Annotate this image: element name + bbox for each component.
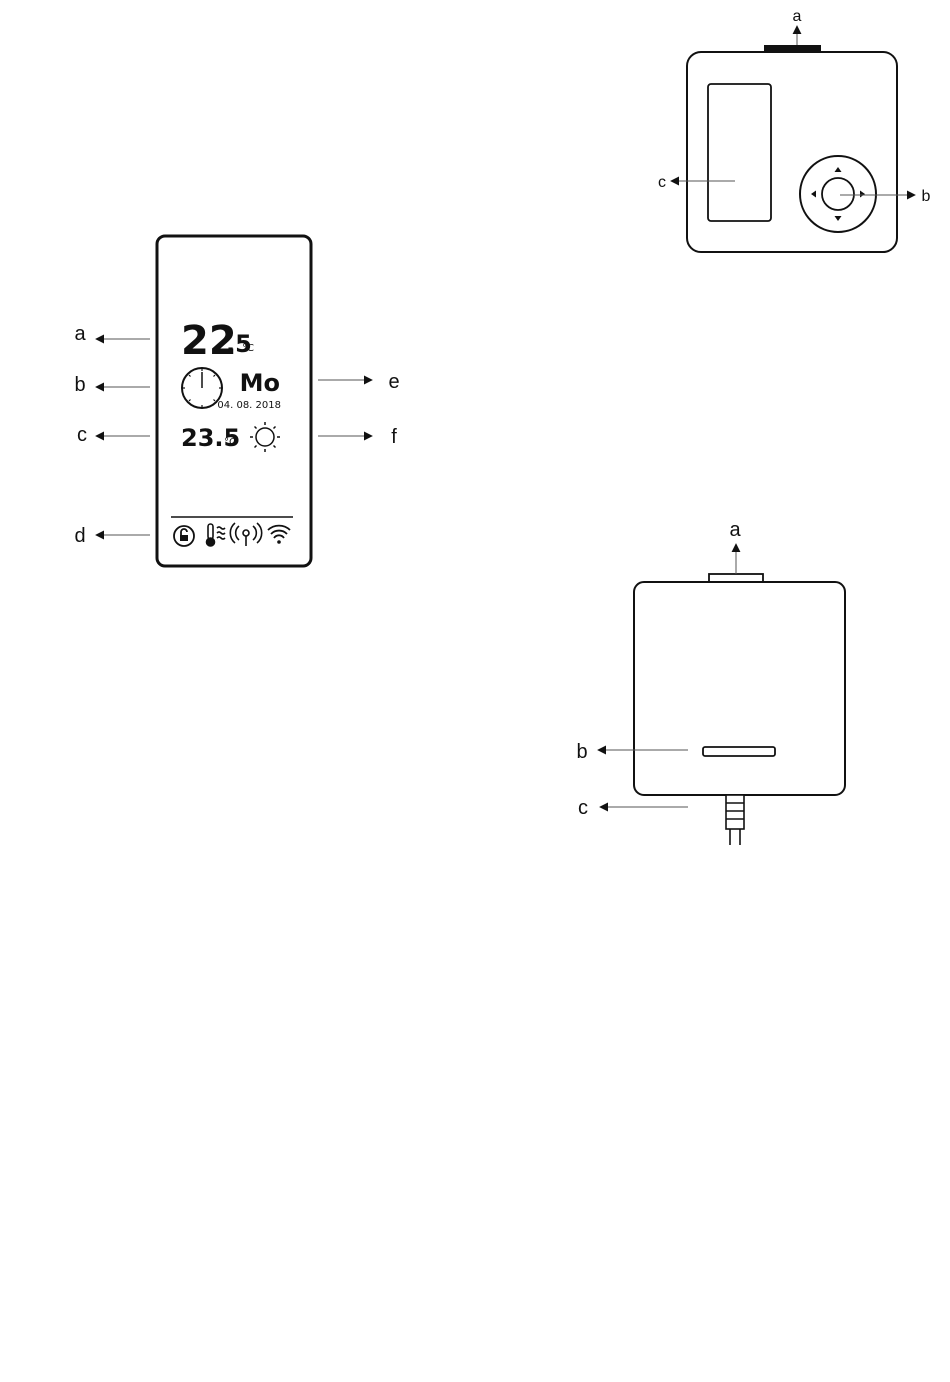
thermostat-screen (708, 84, 771, 221)
display-callout-a: a (74, 323, 86, 345)
thermostat-callout-a: a (793, 8, 802, 25)
date-label: 04. 08. 2018 (217, 400, 281, 411)
display-callout-c: c (77, 424, 87, 446)
thermostat-callout-b: b (922, 188, 931, 205)
day-label: Mo (240, 369, 280, 397)
receiver-device: a b c (576, 519, 845, 845)
receiver-callout-b: b (576, 741, 587, 763)
receiver-cable (726, 795, 744, 845)
display-panel: 22 .5 °C Mo 04. 08. 2018 23.5 °C (74, 236, 399, 566)
clock-icon (182, 368, 222, 408)
secondary-temperature-unit: °C (224, 437, 236, 448)
display-callout-d: d (74, 525, 85, 547)
thermostat-device: a c b (658, 8, 931, 252)
thermostat-callout-c: c (658, 174, 666, 191)
directional-pad-icon (800, 156, 876, 232)
receiver-slot (703, 747, 775, 756)
receiver-callout-a: a (729, 519, 741, 541)
thermostat-top-button (764, 45, 821, 51)
receiver-callout-c: c (578, 797, 588, 819)
display-callout-e: e (388, 371, 399, 393)
main-temperature-unit: °C (242, 343, 254, 354)
display-callout-b: b (74, 374, 85, 396)
display-callout-f: f (391, 426, 397, 448)
